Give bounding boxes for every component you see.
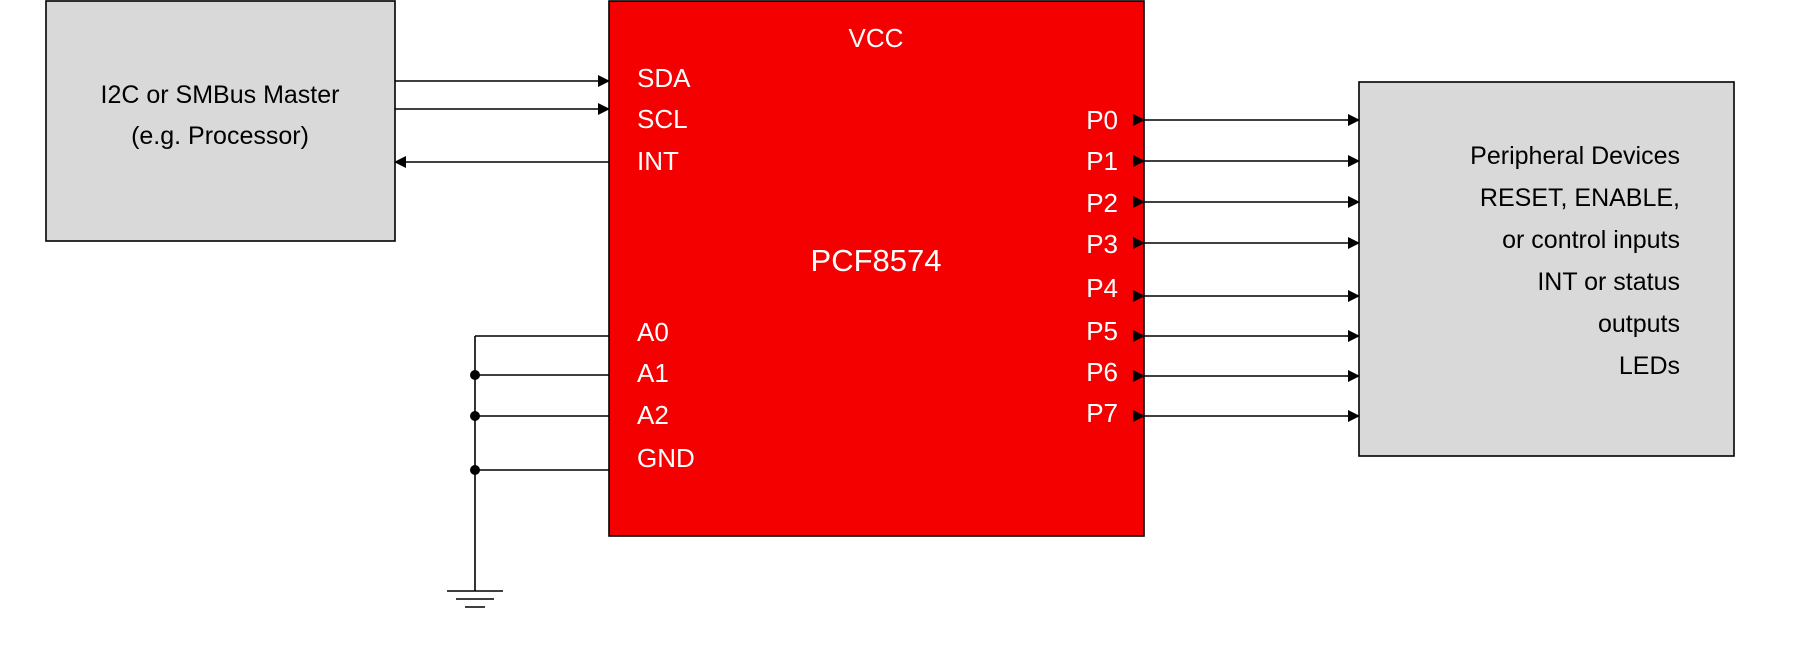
peripheral-line-5: outputs bbox=[1598, 310, 1680, 338]
chip-name: PCF8574 bbox=[811, 243, 942, 278]
address-ground-net bbox=[470, 335, 609, 591]
pin-p1-label: P1 bbox=[1086, 146, 1118, 176]
master-box bbox=[45, 0, 396, 242]
pin-p0-label: P0 bbox=[1086, 105, 1118, 135]
peripheral-line-3: or control inputs bbox=[1502, 226, 1680, 254]
pin-sda-label: SDA bbox=[637, 63, 691, 93]
pin-a0-label: A0 bbox=[637, 317, 669, 347]
peripheral-line-6: LEDs bbox=[1619, 352, 1680, 380]
pin-p4-label: P4 bbox=[1086, 273, 1118, 303]
pin-p6-label: P6 bbox=[1086, 357, 1118, 387]
pin-a1-label: A1 bbox=[637, 358, 669, 388]
pin-p5-label: P5 bbox=[1086, 316, 1118, 346]
peripheral-box bbox=[1358, 81, 1735, 457]
pin-int-label: INT bbox=[637, 146, 679, 176]
peripheral-line-2: RESET, ENABLE, bbox=[1480, 184, 1680, 212]
master-label-line1: I2C or SMBus Master bbox=[101, 81, 340, 109]
pin-scl-label: SCL bbox=[637, 104, 688, 134]
ground-symbol-icon bbox=[447, 590, 503, 608]
chip-vcc-label: VCC bbox=[849, 23, 904, 53]
master-label-line2: (e.g. Processor) bbox=[131, 122, 309, 150]
port-wires bbox=[1133, 114, 1360, 422]
pin-gnd-label: GND bbox=[637, 443, 695, 473]
pin-p2-label: P2 bbox=[1086, 188, 1118, 218]
peripheral-line-4: INT or status bbox=[1537, 268, 1680, 296]
peripheral-line-1: Peripheral Devices bbox=[1470, 142, 1680, 170]
chip-body bbox=[608, 0, 1145, 537]
pin-p3-label: P3 bbox=[1086, 229, 1118, 259]
pin-p7-label: P7 bbox=[1086, 398, 1118, 428]
pin-a2-label: A2 bbox=[637, 400, 669, 430]
